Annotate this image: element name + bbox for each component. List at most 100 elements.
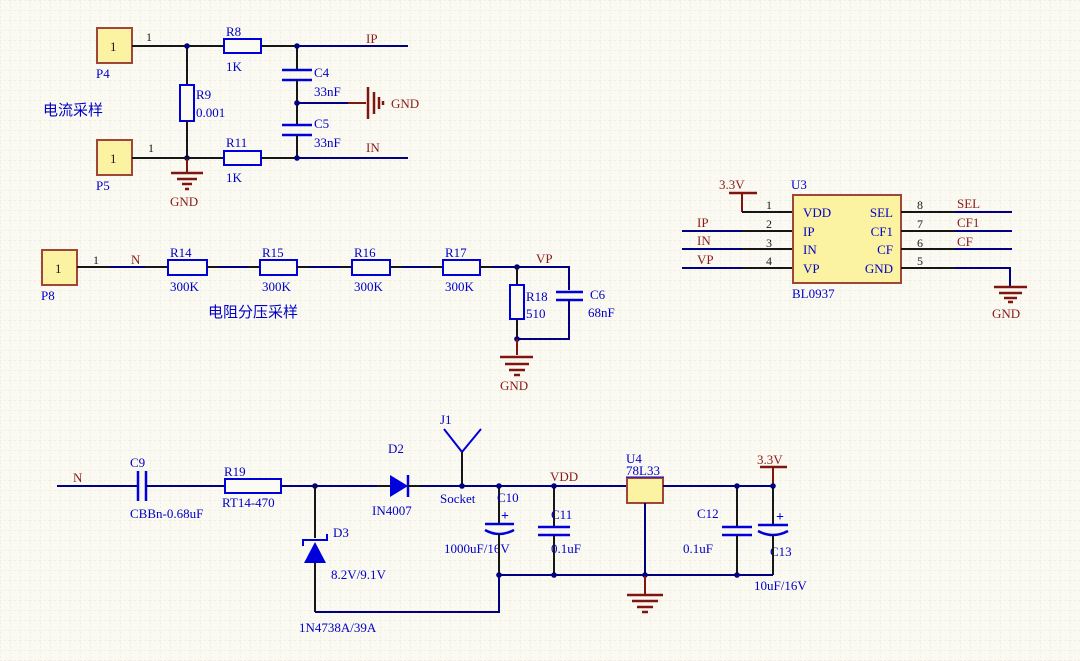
power-3v3-u3[interactable]: 3.3V bbox=[719, 177, 757, 212]
resistor-R11[interactable]: R11 1K bbox=[223, 135, 262, 185]
resistor-R8-ref: R8 bbox=[226, 24, 241, 39]
junction-dot bbox=[184, 43, 190, 49]
wire-label-p5: 1 bbox=[148, 141, 154, 155]
pin-number-3: 3 bbox=[766, 236, 772, 250]
capacitor-C5-ref: C5 bbox=[314, 116, 329, 131]
ic-U3-ref: U3 bbox=[791, 177, 807, 192]
resistor-R18[interactable]: R18 510 bbox=[509, 284, 548, 321]
net-label-ip[interactable]: IP bbox=[366, 31, 378, 46]
zener-D3[interactable]: D3 8.2V/9.1V 1N4738A/39A bbox=[299, 525, 387, 635]
capacitor-C12-ref: C12 bbox=[697, 506, 719, 521]
diode-D2-triangle bbox=[390, 475, 408, 497]
capacitor-C9[interactable]: C9 CBBn-0.68uF bbox=[130, 455, 203, 521]
pin-number-7: 7 bbox=[917, 217, 923, 231]
wire-u3-gnd[interactable] bbox=[955, 267, 1011, 286]
net-label-cf1[interactable]: CF1 bbox=[957, 215, 979, 230]
gnd-symbol-right[interactable]: GND bbox=[348, 87, 419, 119]
gnd-symbol-current-sampling[interactable]: GND bbox=[170, 158, 203, 209]
junction-dot bbox=[770, 483, 776, 489]
socket-J1-ref: J1 bbox=[440, 412, 452, 427]
resistor-R9[interactable]: R9 0.001 bbox=[179, 84, 225, 122]
socket-J1-prong bbox=[443, 428, 463, 453]
net-label-n-supply[interactable]: N bbox=[73, 470, 83, 485]
net-label-ip-u3[interactable]: IP bbox=[697, 215, 709, 230]
capacitor-C13-value: 10uF/16V bbox=[754, 578, 807, 593]
resistor-R14[interactable]: R14 300K bbox=[167, 245, 208, 294]
gnd-label: GND bbox=[992, 306, 1020, 321]
resistor-R11-ref: R11 bbox=[226, 135, 247, 150]
wire-c6-return[interactable] bbox=[517, 300, 570, 340]
resistor-R8[interactable]: R8 1K bbox=[223, 24, 262, 74]
socket-J1-value: Socket bbox=[440, 491, 476, 506]
resistor-R11-body bbox=[223, 150, 262, 166]
resistor-R17-body bbox=[442, 259, 481, 276]
resistor-R16-body bbox=[351, 259, 391, 276]
connector-P8[interactable]: 1 P8 bbox=[41, 249, 78, 303]
resistor-R18-value: 510 bbox=[526, 306, 546, 321]
ic-U3-pinname-cf: CF bbox=[877, 242, 893, 257]
section-power-supply: N C9 CBBn-0.68uF R19 RT14-470 D2 IN4007 bbox=[57, 412, 807, 635]
gnd-label: GND bbox=[500, 378, 528, 393]
diode-D2[interactable]: D2 IN4007 bbox=[372, 441, 412, 518]
resistor-R14-ref: R14 bbox=[170, 245, 192, 260]
connector-P4[interactable]: 1 P4 bbox=[96, 27, 133, 81]
ic-U3-pinname-vp: VP bbox=[803, 261, 820, 276]
capacitor-C6-value: 68nF bbox=[588, 305, 615, 320]
resistor-R15-value: 300K bbox=[262, 279, 292, 294]
ic-U3-pinname-gnd: GND bbox=[865, 261, 893, 276]
regulator-U4-body bbox=[626, 477, 664, 504]
ic-U3-part: BL0937 bbox=[792, 286, 835, 301]
net-label-n-divider[interactable]: N bbox=[131, 252, 141, 267]
capacitor-C4-value: 33nF bbox=[314, 84, 341, 99]
ic-U3-body bbox=[792, 194, 902, 284]
pin-number-1: 1 bbox=[766, 198, 772, 212]
zener-D3-triangle bbox=[304, 542, 326, 563]
gnd-symbol-divider[interactable]: GND bbox=[500, 339, 533, 393]
resistor-R16[interactable]: R16 300K bbox=[351, 245, 391, 294]
connector-P4-ref: P4 bbox=[96, 66, 110, 81]
capacitor-C5[interactable]: C5 33nF bbox=[282, 116, 341, 150]
resistor-R14-body bbox=[167, 259, 208, 276]
wire-d3-return[interactable] bbox=[315, 575, 500, 613]
connector-P5-ref: P5 bbox=[96, 178, 110, 193]
junction-dot bbox=[734, 483, 740, 489]
regulator-U4[interactable]: U4 78L33 bbox=[626, 451, 664, 504]
connector-P4-body bbox=[96, 27, 133, 64]
section-title-current-sampling: 电流采样 bbox=[43, 102, 103, 119]
junction-dot bbox=[294, 43, 300, 49]
power-3v3-output[interactable]: 3.3V bbox=[757, 452, 787, 486]
resistor-R9-body bbox=[179, 84, 195, 122]
diode-D2-ref: D2 bbox=[388, 441, 404, 456]
resistor-R8-body bbox=[223, 38, 262, 54]
resistor-R19[interactable]: R19 RT14-470 bbox=[222, 464, 282, 510]
capacitor-C10-value: 1000uF/16V bbox=[444, 541, 510, 556]
gnd-symbol-u4[interactable] bbox=[627, 575, 663, 614]
gnd-symbol-u3[interactable]: GND bbox=[992, 285, 1027, 321]
net-label-vp-divider[interactable]: VP bbox=[536, 251, 553, 266]
resistor-R8-value: 1K bbox=[226, 59, 243, 74]
wire-label-p8: 1 bbox=[93, 253, 99, 267]
net-label-sel[interactable]: SEL bbox=[957, 196, 980, 211]
net-label-cf[interactable]: CF bbox=[957, 234, 973, 249]
resistor-R9-ref: R9 bbox=[196, 87, 211, 102]
capacitor-C13-polarity: + bbox=[776, 510, 784, 525]
net-label-vp-u3[interactable]: VP bbox=[697, 252, 714, 267]
capacitor-C6[interactable]: C6 68nF bbox=[556, 287, 615, 320]
net-label-in[interactable]: IN bbox=[366, 140, 380, 155]
capacitor-C9-value: CBBn-0.68uF bbox=[130, 506, 203, 521]
capacitor-C4-ref: C4 bbox=[314, 65, 330, 80]
net-label-vdd[interactable]: VDD bbox=[550, 469, 578, 484]
connector-P5[interactable]: 1 P5 bbox=[96, 139, 133, 193]
gnd-label: GND bbox=[170, 194, 198, 209]
regulator-U4-part: 78L33 bbox=[626, 463, 660, 478]
capacitor-C10-polarity: + bbox=[501, 509, 509, 524]
resistor-R17[interactable]: R17 300K bbox=[442, 245, 481, 294]
net-label-in-u3[interactable]: IN bbox=[697, 233, 711, 248]
socket-J1[interactable]: J1 Socket bbox=[440, 412, 482, 506]
resistor-R14-value: 300K bbox=[170, 279, 200, 294]
zener-D3-ref: D3 bbox=[333, 525, 349, 540]
pin-number-5: 5 bbox=[917, 254, 923, 268]
ic-U3[interactable]: U3 BL0937 VDD IP IN VP SEL CF1 CF GND bbox=[791, 177, 902, 301]
resistor-R19-ref: R19 bbox=[224, 464, 246, 479]
